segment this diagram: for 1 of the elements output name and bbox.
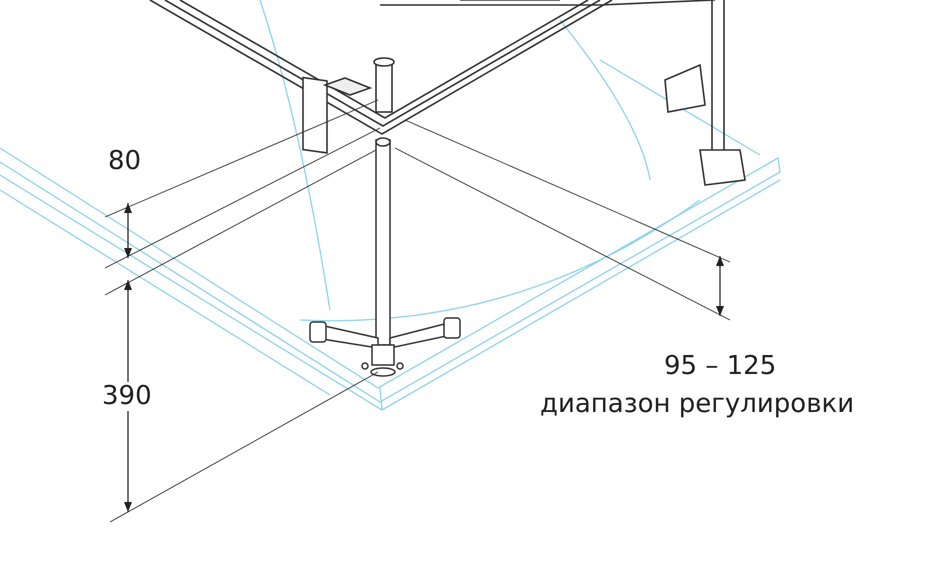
dimension-label: 390 <box>102 382 152 411</box>
